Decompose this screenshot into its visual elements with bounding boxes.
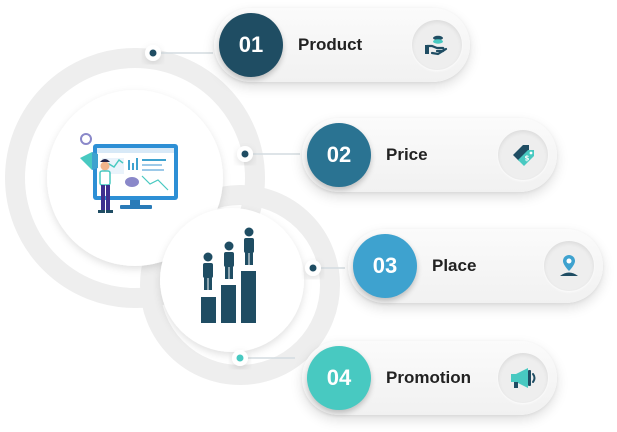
hand-coins-icon [412,20,462,70]
item-price[interactable]: 02 Price $ [302,118,557,192]
item-number-badge: 03 [353,234,417,298]
item-number-badge: 04 [307,346,371,410]
item-place[interactable]: 03 Place [348,229,603,303]
item-promotion[interactable]: 04 Promotion [302,341,557,415]
svg-text:$: $ [525,155,530,163]
growth-chart-illustration [201,227,256,323]
chart-disc [160,208,304,352]
outer-rings [5,48,340,385]
price-tag-icon: $ [498,130,548,180]
item-product[interactable]: 01 Product [214,8,470,82]
item-label: Price [386,145,428,164]
item-number-badge: 02 [307,123,371,187]
monitor-illustration [80,133,178,213]
connector-dots [145,45,321,366]
item-label: Product [298,35,363,54]
location-person-icon [544,241,594,291]
connectors [160,52,345,359]
item-number-badge: 01 [219,13,283,77]
item-label: Place [432,256,477,275]
megaphone-icon [498,353,548,403]
item-label: Promotion [386,368,471,387]
